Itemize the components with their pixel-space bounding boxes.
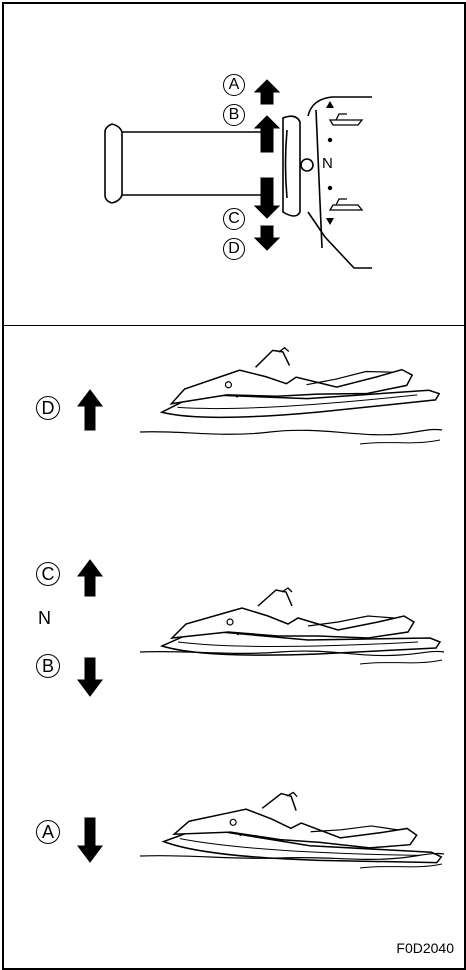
row2-callout-c: C <box>36 562 60 586</box>
row2-callout-b: B <box>36 654 60 678</box>
figure-id: F0D2040 <box>396 940 454 956</box>
row1-callout-d: D <box>36 396 60 420</box>
watercraft-bow-up <box>159 340 440 422</box>
row2-neutral-label: N <box>38 608 51 629</box>
waterline-1 <box>140 429 442 434</box>
row3-down-arrow-icon <box>78 818 102 862</box>
watercraft-level <box>162 588 440 655</box>
row1-up-arrow-icon <box>78 390 102 430</box>
row3-callout-a: A <box>36 820 60 844</box>
row2-up-arrow-icon <box>78 560 102 596</box>
row2-down-arrow-icon <box>78 658 102 696</box>
